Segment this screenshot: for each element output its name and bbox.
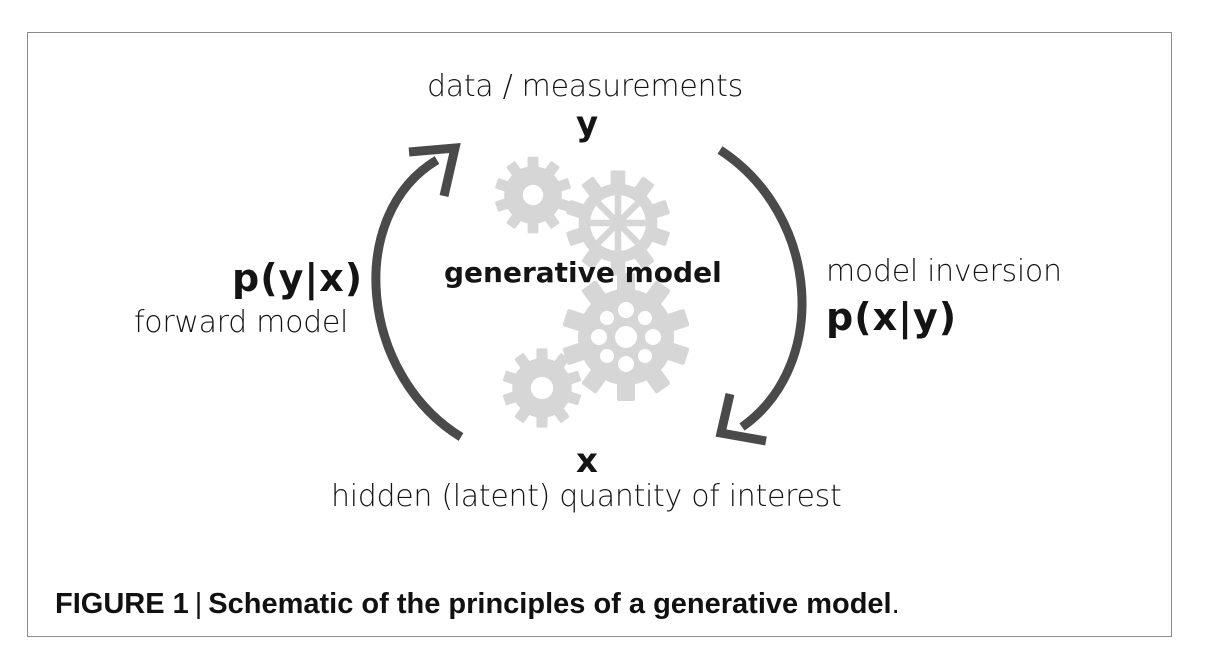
inversion-arrow	[717, 146, 807, 431]
left-label: forward model	[134, 305, 349, 340]
inversion-arrow-head	[715, 392, 767, 446]
bottom-label: hidden (latent) quantity of interest	[331, 479, 842, 514]
top-label: data / measurements	[427, 69, 743, 104]
caption-separator: |	[194, 588, 203, 620]
top-symbol: y	[576, 104, 599, 144]
bottom-symbol: x	[576, 441, 598, 481]
figure-caption: FIGURE 1|Schematic of the principles of …	[55, 590, 900, 619]
caption-end: .	[891, 588, 900, 620]
right-formula: p(x|y)	[826, 295, 958, 339]
gears-icon	[494, 156, 690, 428]
forward-arrow-head	[408, 142, 461, 198]
forward-arrow	[371, 156, 464, 441]
figure-label: FIGURE 1	[55, 588, 189, 620]
caption-text: Schematic of the principles of a generat…	[208, 588, 892, 620]
right-label: model inversion	[826, 254, 1062, 289]
center-label: generative model	[444, 256, 722, 289]
left-formula: p(y|x)	[232, 256, 364, 300]
